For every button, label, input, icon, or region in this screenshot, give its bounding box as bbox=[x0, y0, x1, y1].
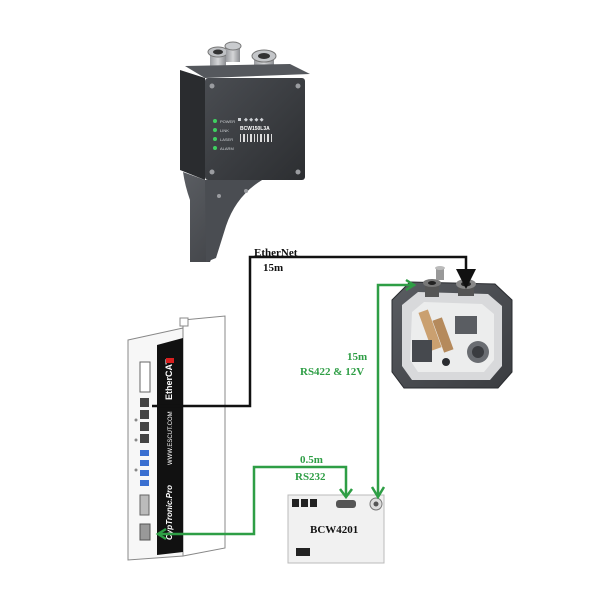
ethernet-cable: EtherNet 15m bbox=[152, 247, 476, 408]
led-label-alarm: ALARM bbox=[220, 146, 234, 151]
barcode-icon bbox=[240, 134, 272, 142]
rs422-cable: 15m RS422 & 12V bbox=[300, 278, 417, 500]
rs232-length: 0.5m bbox=[300, 454, 323, 466]
controller-brand: CypTronic.Pro bbox=[165, 485, 174, 540]
box-label: BCW4201 bbox=[310, 524, 358, 536]
led-label-power: POWER bbox=[220, 119, 235, 124]
reader-unit: POWER LINK LASER ALARM ◆ ◆ ◆ ◆ BCW150L3A bbox=[180, 41, 310, 262]
controller-unit: EtherCAT WWW.ESCUT.COM CypTronic.Pro bbox=[127, 315, 226, 561]
led-label-laser: LASER bbox=[220, 137, 233, 142]
ethercat-label: EtherCAT bbox=[164, 359, 174, 400]
controller-ports bbox=[134, 361, 151, 541]
connector-icon bbox=[207, 41, 277, 68]
led-label-link: LINK bbox=[220, 128, 229, 133]
rs232-cable: 0.5m RS232 bbox=[155, 454, 353, 541]
reader-model-label: BCW150L3A bbox=[240, 126, 270, 132]
rs232-label: RS232 bbox=[295, 471, 326, 483]
sensor-housing bbox=[391, 266, 513, 389]
brand-mark: ◆ ◆ ◆ ◆ bbox=[244, 117, 264, 123]
ethernet-label: EtherNet bbox=[254, 247, 298, 259]
rs422-length: 15m bbox=[347, 351, 367, 363]
rs422-label: RS422 & 12V bbox=[300, 366, 364, 378]
status-leds: POWER LINK LASER ALARM bbox=[213, 119, 235, 151]
controller-url: WWW.ESCUT.COM bbox=[168, 411, 174, 465]
ethernet-length: 15m bbox=[263, 262, 283, 274]
bcw4201-box: BCW4201 bbox=[287, 494, 385, 564]
